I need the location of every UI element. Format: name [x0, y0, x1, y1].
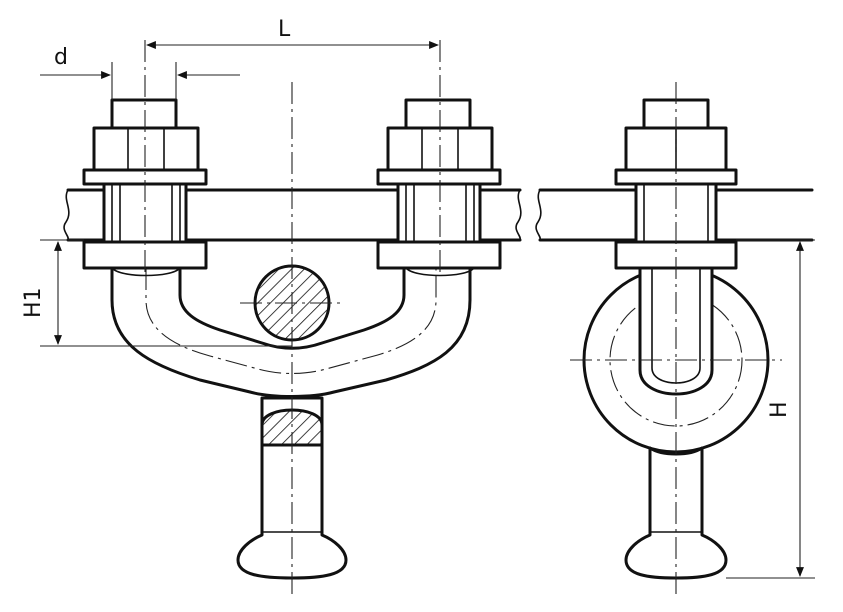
dimension-H1: H1: [21, 239, 292, 347]
dimension-L: L: [146, 17, 439, 49]
dimension-label-L: L: [278, 17, 291, 42]
front-view: [63, 40, 522, 595]
stem-section-hatch: [260, 408, 324, 447]
dimension-H: H: [726, 239, 815, 579]
dimension-label-H: H: [767, 401, 792, 418]
dimension-label-H1: H1: [21, 287, 46, 318]
side-view: [535, 82, 814, 595]
right-bolt-assembly: [376, 98, 502, 277]
dimension-label-d: d: [54, 45, 68, 70]
dimension-d: d: [40, 45, 240, 100]
